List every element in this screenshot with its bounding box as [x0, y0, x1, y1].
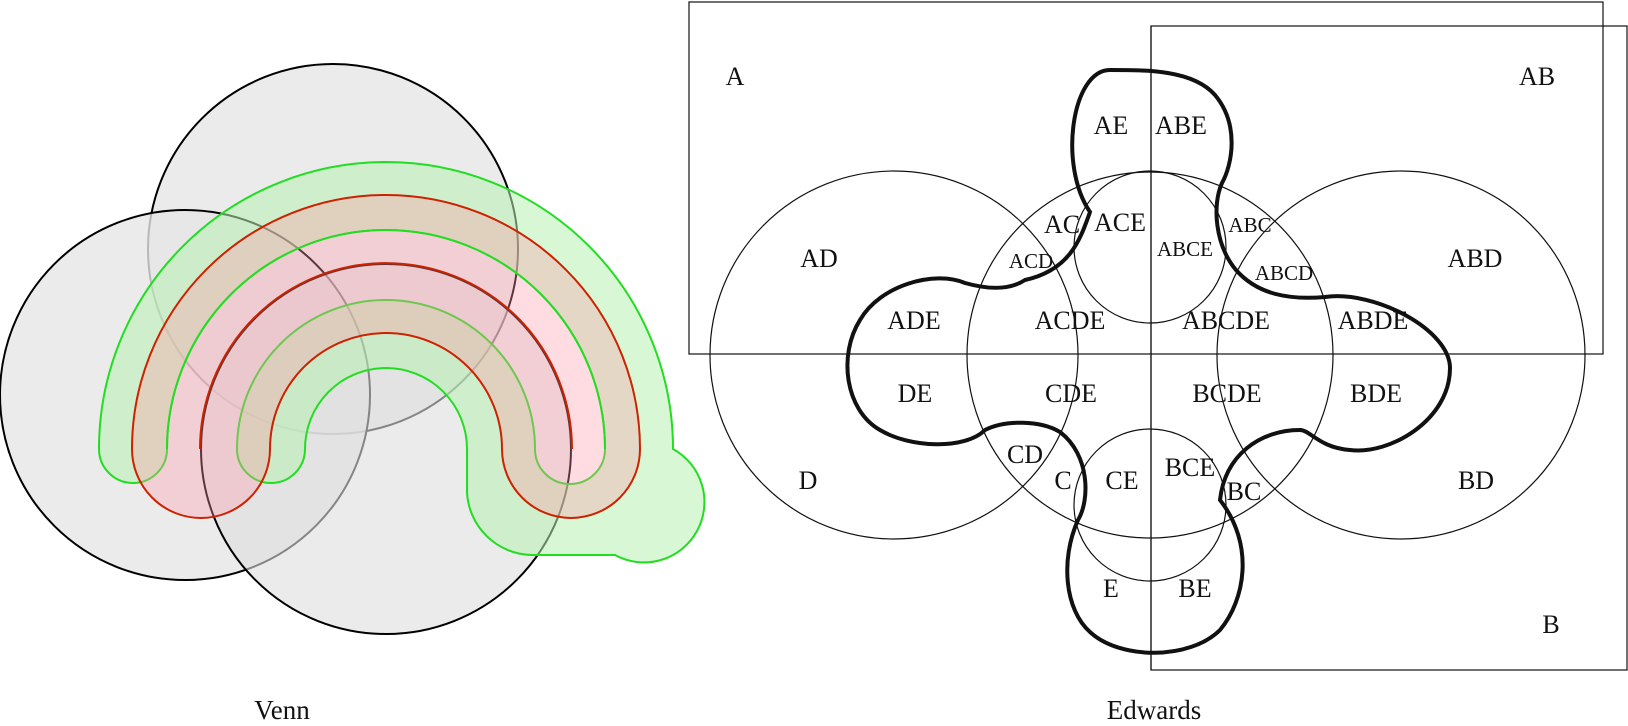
venn-red-band	[130, 194, 642, 519]
region-label-ace: ACE	[1094, 208, 1146, 237]
region-label-abc: ABC	[1228, 213, 1271, 237]
region-label-b: B	[1542, 610, 1559, 639]
region-label-e: E	[1103, 574, 1119, 603]
edwards-set-a-rect	[688, 1, 1604, 355]
region-label-acd: ACD	[1009, 249, 1053, 273]
region-label-de: DE	[898, 379, 933, 408]
edwards-lower-small-circle	[1073, 428, 1227, 582]
region-label-cd: CD	[1007, 440, 1043, 469]
edwards-set-d-right-circle	[1216, 170, 1586, 540]
edwards-set-e-curve	[845, 67, 1453, 655]
region-label-ac: AC	[1044, 210, 1080, 239]
region-label-bce: BCE	[1165, 453, 1216, 482]
region-label-abd: ABD	[1448, 244, 1503, 273]
venn-caption: Venn	[254, 695, 310, 721]
edwards-diagram	[688, 1, 1628, 671]
region-label-cde: CDE	[1045, 379, 1097, 408]
edwards-caption: Edwards	[1107, 695, 1201, 721]
region-label-ad: AD	[800, 244, 838, 273]
venn-green-inner-arc	[166, 229, 606, 450]
region-label-ae: AE	[1094, 111, 1129, 140]
region-label-abcd: ABCD	[1255, 261, 1313, 285]
region-label-a: A	[726, 62, 745, 91]
region-label-abce: ABCE	[1157, 237, 1213, 261]
region-label-ade: ADE	[887, 306, 940, 335]
region-label-abe: ABE	[1155, 111, 1207, 140]
edwards-set-d-left-circle	[709, 170, 1079, 540]
region-label-bd: BD	[1458, 466, 1494, 495]
region-label-c: C	[1054, 466, 1071, 495]
region-label-ce: CE	[1105, 466, 1138, 495]
region-label-d: D	[799, 466, 818, 495]
edwards-set-c-circle	[966, 171, 1334, 539]
edwards-labels: A AB AE ABE AC ACE ABC ABCE ACD ABCD AD …	[726, 62, 1560, 725]
region-label-ab: AB	[1519, 62, 1555, 91]
region-label-bde: BDE	[1350, 379, 1402, 408]
region-label-bcde: BCDE	[1192, 379, 1261, 408]
venn-diagram: Venn	[0, 63, 706, 725]
edwards-set-b-rect	[1150, 25, 1628, 671]
region-label-be: BE	[1178, 574, 1211, 603]
region-label-abde: ABDE	[1338, 306, 1409, 335]
region-label-abcde: ABCDE	[1182, 306, 1270, 335]
venn-red-inner-arc	[199, 262, 573, 450]
region-label-acde: ACDE	[1035, 306, 1106, 335]
region-label-bc: BC	[1227, 477, 1262, 506]
